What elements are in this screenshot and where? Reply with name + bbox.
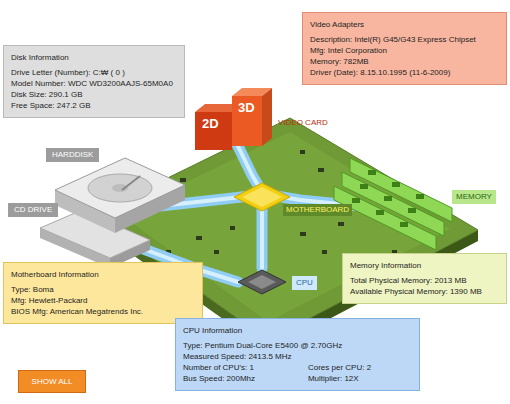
video-info-box: Video AdaptersDescription: Intel(R) G45/… xyxy=(302,12,507,85)
info-line: Bus Speed: 200Mhz xyxy=(183,373,294,384)
info-line: Mfg: Intel Corporation xyxy=(310,45,497,56)
video-2d-label: 2D xyxy=(202,117,219,131)
info-line: Measured Speed: 2413.5 MHz xyxy=(183,351,410,362)
info-line: Memory: 782MB xyxy=(310,56,497,67)
video-card-label: VIDEO CARD xyxy=(278,118,328,128)
box-heading: Disk Information xyxy=(11,52,175,63)
info-line: Multiplier: 12X xyxy=(308,373,410,384)
box-heading: Video Adapters xyxy=(310,19,497,30)
info-line: Available Physical Memory: 1390 MB xyxy=(350,286,497,297)
memory-tag: MEMORY xyxy=(452,190,496,204)
info-line: BIOS Mfg: American Megatrends Inc. xyxy=(11,306,193,317)
info-line: Total Physical Memory: 2013 MB xyxy=(350,275,497,286)
info-line: Drive Letter (Number): C:₩ ( 0 ) xyxy=(11,67,175,78)
video-3d-label: 3D xyxy=(238,101,255,115)
info-line: Description: Intel(R) G45/G43 Express Ch… xyxy=(310,34,497,45)
info-line: SHOW ALL xyxy=(27,376,77,387)
motherboard-info-box: Motherboard InformationType: BomaMfg: He… xyxy=(3,262,203,324)
cd-drive-tag: CD DRIVE xyxy=(8,203,58,217)
cpu-info-box: CPU InformationType: Pentium Dual-Core E… xyxy=(175,318,420,391)
info-line: Type: Pentium Dual-Core E5400 @ 2.70GHz xyxy=(183,340,410,351)
info-line: Mfg: Hewlett-Packard xyxy=(11,295,193,306)
motherboard-label: MOTHERBOARD xyxy=(283,204,352,216)
info-line: Type: Boma xyxy=(11,284,193,295)
info-line: Number of CPU's: 1 xyxy=(183,362,294,373)
box-heading: CPU Information xyxy=(183,325,410,336)
box-heading: Motherboard Information xyxy=(11,269,193,280)
disk-info-box: Disk InformationDrive Letter (Number): C… xyxy=(3,45,185,118)
info-line: Driver (Date): 8.15.10.1995 (11-6-2009) xyxy=(310,67,497,78)
info-line: Disk Size: 290.1 GB xyxy=(11,89,175,100)
box-heading: Memory Information xyxy=(350,260,497,271)
info-line: Model Number: WDC WD3200AAJS-65M0A0 xyxy=(11,78,175,89)
info-line: Cores per CPU: 2 xyxy=(308,362,410,373)
harddisk-tag: HARDDISK xyxy=(46,148,99,162)
cpu-tag: CPU xyxy=(292,276,317,290)
show-all-button: SHOW ALL xyxy=(18,370,86,393)
info-line: Free Space: 247.2 GB xyxy=(11,100,175,111)
info-grid: Number of CPU's: 1 Cores per CPU: 2 Bus Sp… xyxy=(183,362,410,384)
memory-info-box: Memory InformationTotal Physical Memory:… xyxy=(342,253,507,304)
